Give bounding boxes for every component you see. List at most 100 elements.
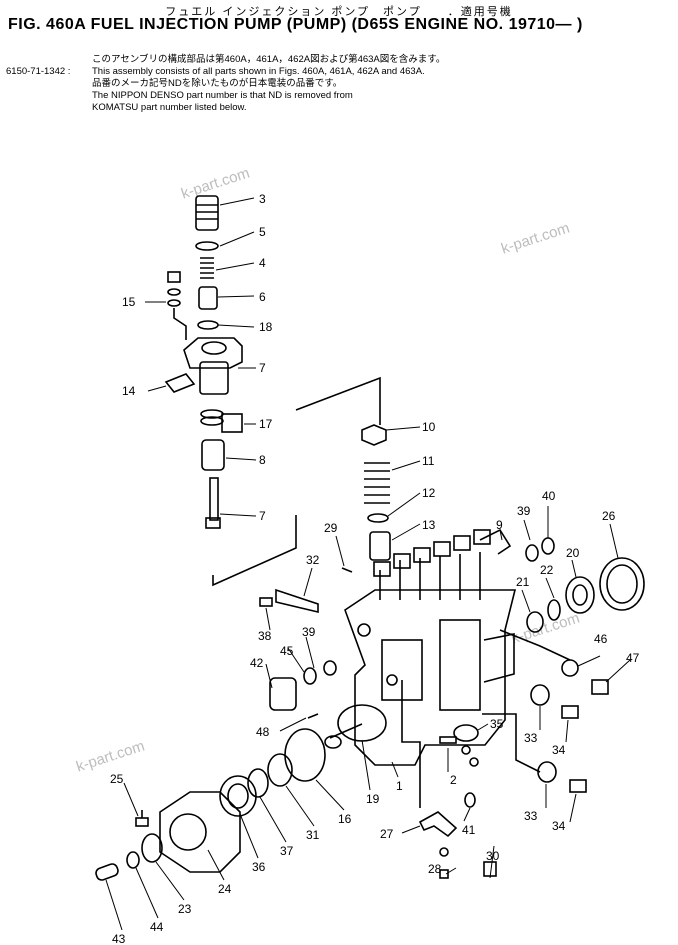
callout-30: 30: [486, 849, 500, 863]
callout-24: 24: [218, 882, 232, 896]
part-25-bolt: [135, 810, 149, 827]
connection-line: [401, 680, 421, 808]
callout-17: 17: [259, 417, 273, 431]
callout-13: 13: [422, 518, 436, 532]
part-39-collar: [541, 537, 555, 555]
part-14-bracket: [164, 373, 196, 393]
callout-21: 21: [516, 575, 530, 589]
callout-33b: 33: [524, 809, 538, 823]
callout-9: 9: [496, 518, 503, 532]
callout-27: 27: [380, 827, 394, 841]
part-11-spring: [364, 462, 390, 504]
callout-1: 1: [396, 779, 403, 793]
part-20-bearing: [565, 576, 595, 614]
part-2-studs: [439, 736, 479, 767]
part-28-bolt: [439, 847, 449, 879]
part-42-plug: [269, 677, 297, 711]
figure-title: FIG. 460A FUEL INJECTION PUMP (PUMP) (D6…: [8, 16, 583, 33]
callout-23: 23: [178, 902, 192, 916]
callout-18: 18: [259, 320, 273, 334]
part-12-washer: [367, 513, 389, 523]
part-3-holder: [195, 195, 219, 231]
part-40-nut: [525, 544, 539, 562]
callout-29: 29: [324, 521, 338, 535]
callout-31: 31: [306, 828, 320, 842]
part-24-housing: [159, 791, 241, 873]
part-21-seal: [526, 611, 544, 633]
callout-45: 45: [280, 644, 294, 658]
callout-47: 47: [626, 651, 640, 665]
callout-6: 6: [259, 290, 266, 304]
connection-line: [499, 629, 571, 661]
part-4-spring: [200, 257, 214, 279]
callout-4: 4: [259, 256, 266, 270]
callout-28: 28: [428, 862, 442, 876]
callout-16: 16: [338, 812, 352, 826]
part-7-plunger: [205, 477, 221, 529]
part-26-ring: [599, 557, 645, 611]
note-denso-1: The NIPPON DENSO part number is that ND …: [92, 90, 353, 101]
part-34-bolt-lower: [569, 779, 587, 793]
part-7-barrel: [183, 337, 243, 395]
callout-5: 5: [259, 225, 266, 239]
part-41-washer: [464, 792, 476, 808]
part-29-bolt: [341, 567, 353, 573]
part-44-ring: [126, 851, 140, 869]
callout-7b: 7: [259, 509, 266, 523]
part-35-oring: [453, 724, 479, 742]
note-assembly: This assembly consists of all parts show…: [92, 66, 425, 77]
part-32-lever: [275, 588, 319, 614]
callout-46: 46: [594, 632, 608, 646]
callout-32: 32: [306, 553, 320, 567]
callout-39: 39: [517, 504, 531, 518]
part-45-washer: [303, 667, 317, 685]
part-34-bolt: [561, 705, 579, 719]
callout-34: 34: [552, 743, 566, 757]
callout-3: 3: [259, 192, 266, 206]
callout-48: 48: [256, 725, 270, 739]
callout-19: 19: [366, 792, 380, 806]
callout-8: 8: [259, 453, 266, 467]
callout-11: 11: [422, 454, 435, 468]
part-33-fitting: [530, 684, 550, 706]
part-22-ring: [547, 599, 561, 621]
part-30-cap: [483, 861, 497, 877]
callout-26: 26: [602, 509, 616, 523]
callout-22: 22: [540, 563, 554, 577]
part-13-seat: [369, 531, 391, 561]
part-31-shim: [267, 753, 293, 787]
part-27-bracket: [418, 811, 458, 838]
part-46-washer: [561, 659, 579, 677]
part-48-pin: [307, 713, 319, 719]
part-33-fitting-lower: [537, 761, 557, 783]
part-43-pin: [95, 863, 119, 881]
part-10-nut: [361, 424, 387, 446]
callout-35: 35: [490, 717, 504, 731]
part-16-oring: [284, 728, 326, 782]
part-38-bolt: [259, 597, 273, 607]
part-17-spring-seat: [200, 409, 243, 433]
pump-body: [344, 528, 517, 766]
part-47-bolt: [591, 679, 609, 695]
part-23-seal: [141, 833, 163, 863]
callout-2: 2: [450, 773, 457, 787]
leader: [173, 308, 187, 340]
callout-42: 42: [250, 656, 264, 670]
note-japanese-2: 品番のメーカ記号NDを除いたものが日本電装の品番です。: [92, 78, 343, 89]
part-37-ring: [247, 768, 269, 798]
connection-line: [482, 713, 541, 773]
callout-44: 44: [150, 920, 164, 934]
bracket-line: [295, 376, 381, 425]
bracket-line: [212, 515, 297, 587]
callout-20: 20: [566, 546, 580, 560]
callout-34b: 34: [552, 819, 566, 833]
part-39-washer: [323, 660, 337, 676]
part-15-nuts: [167, 271, 181, 307]
part-6-valve: [198, 286, 218, 310]
callout-40: 40: [542, 489, 556, 503]
callout-7: 7: [259, 361, 266, 375]
callout-39b: 39: [302, 625, 316, 639]
callout-12: 12: [422, 486, 436, 500]
callout-25: 25: [110, 772, 124, 786]
